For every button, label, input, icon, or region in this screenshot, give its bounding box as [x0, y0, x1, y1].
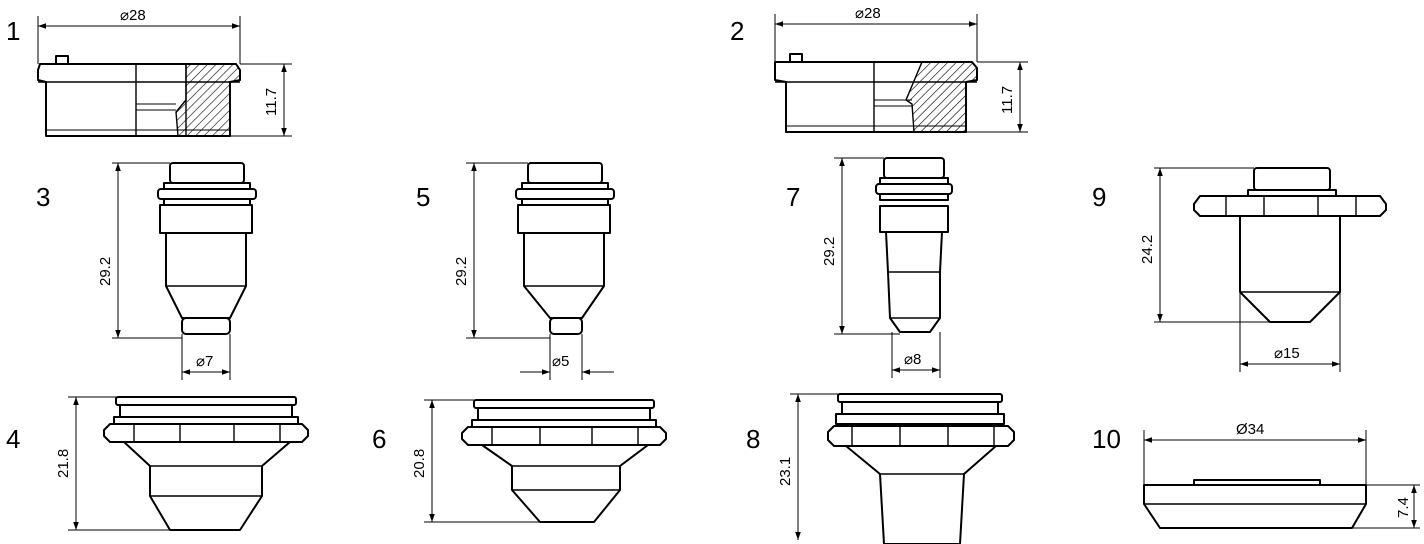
part-2-outline: [774, 53, 978, 133]
part-8: 8 23.1: [746, 393, 1015, 544]
part-7-diameter-dim: ⌀8: [891, 332, 941, 378]
part-10-height-label: 7.4: [1395, 497, 1412, 518]
part-1-diameter-label: ⌀28: [120, 7, 146, 24]
part-6-height-label: 20.8: [411, 449, 428, 478]
part-7-outline: [875, 157, 953, 333]
part-number-3: 3: [36, 182, 50, 212]
part-7-height-label: 29.2: [821, 237, 838, 266]
part-5-outline: [515, 162, 615, 335]
part-number-5: 5: [416, 182, 430, 212]
part-3-outline: [157, 162, 257, 335]
part-5-diameter-label: ⌀5: [552, 353, 569, 370]
part-3-diameter-dim: ⌀7: [181, 334, 231, 380]
part-6: 6 20.8: [372, 399, 667, 523]
part-3-height-dim: 29.2: [97, 162, 182, 339]
part-2: 2 ⌀28 11.7: [730, 5, 1028, 133]
part-6-height-dim: 20.8: [411, 399, 540, 523]
part-number-9: 9: [1092, 182, 1106, 212]
part-9-height-dim: 24.2: [1139, 167, 1270, 323]
part-7-diameter-label: ⌀8: [904, 351, 921, 368]
part-1-diameter-dim: ⌀28: [37, 7, 241, 64]
part-number-10: 10: [1092, 424, 1121, 454]
part-1-outline: [37, 55, 241, 137]
part-10-outline: [1143, 479, 1367, 529]
part-number-7: 7: [786, 182, 800, 212]
part-10: 10 Ø34 7.4: [1092, 421, 1420, 529]
part-5-height-dim: 29.2: [453, 162, 550, 339]
part-7: 7 29.2 ⌀8: [786, 157, 953, 378]
part-number-8: 8: [746, 424, 760, 454]
part-1-height-label: 11.7: [263, 88, 280, 116]
part-2-diameter-dim: ⌀28: [774, 5, 978, 62]
part-4-outline: [103, 396, 309, 531]
part-number-4: 4: [6, 424, 20, 454]
part-3: 3 29.2 ⌀7: [36, 162, 257, 380]
part-4-height-label: 21.8: [55, 449, 72, 478]
part-8-height-dim: 23.1: [777, 393, 838, 540]
part-5-height-label: 29.2: [453, 257, 470, 286]
part-5-diameter-dim: ⌀5: [520, 334, 614, 380]
part-6-outline: [461, 399, 667, 523]
part-number-6: 6: [372, 424, 386, 454]
part-3-diameter-label: ⌀7: [196, 353, 213, 370]
part-4-height-dim: 21.8: [55, 396, 170, 531]
part-9-height-label: 24.2: [1139, 235, 1156, 264]
part-9-outline: [1193, 167, 1387, 323]
part-number-1: 1: [6, 16, 20, 46]
part-2-height-label: 11.7: [999, 86, 1016, 114]
part-8-height-label: 23.1: [777, 457, 794, 486]
part-8-outline: [827, 393, 1015, 544]
part-5: 5 29.2 ⌀5: [416, 162, 615, 380]
part-number-2: 2: [730, 16, 744, 46]
part-1: 1 ⌀28 11.7: [6, 7, 292, 137]
part-4: 4 21.8: [6, 396, 309, 531]
part-2-diameter-label: ⌀28: [855, 5, 881, 22]
part-10-diameter-dim: Ø34: [1143, 421, 1367, 485]
part-10-diameter-label: Ø34: [1236, 421, 1264, 438]
part-7-height-dim: 29.2: [821, 157, 900, 335]
part-2-height-dim: 11.7: [966, 61, 1028, 133]
part-10-height-dim: 7.4: [1352, 484, 1420, 529]
part-9-diameter-dim: ⌀15: [1239, 292, 1341, 372]
part-3-height-label: 29.2: [97, 257, 114, 286]
part-9-diameter-label: ⌀15: [1274, 345, 1300, 362]
part-1-height-dim: 11.7: [230, 63, 292, 137]
part-9: 9 24.2 ⌀15: [1092, 167, 1387, 372]
